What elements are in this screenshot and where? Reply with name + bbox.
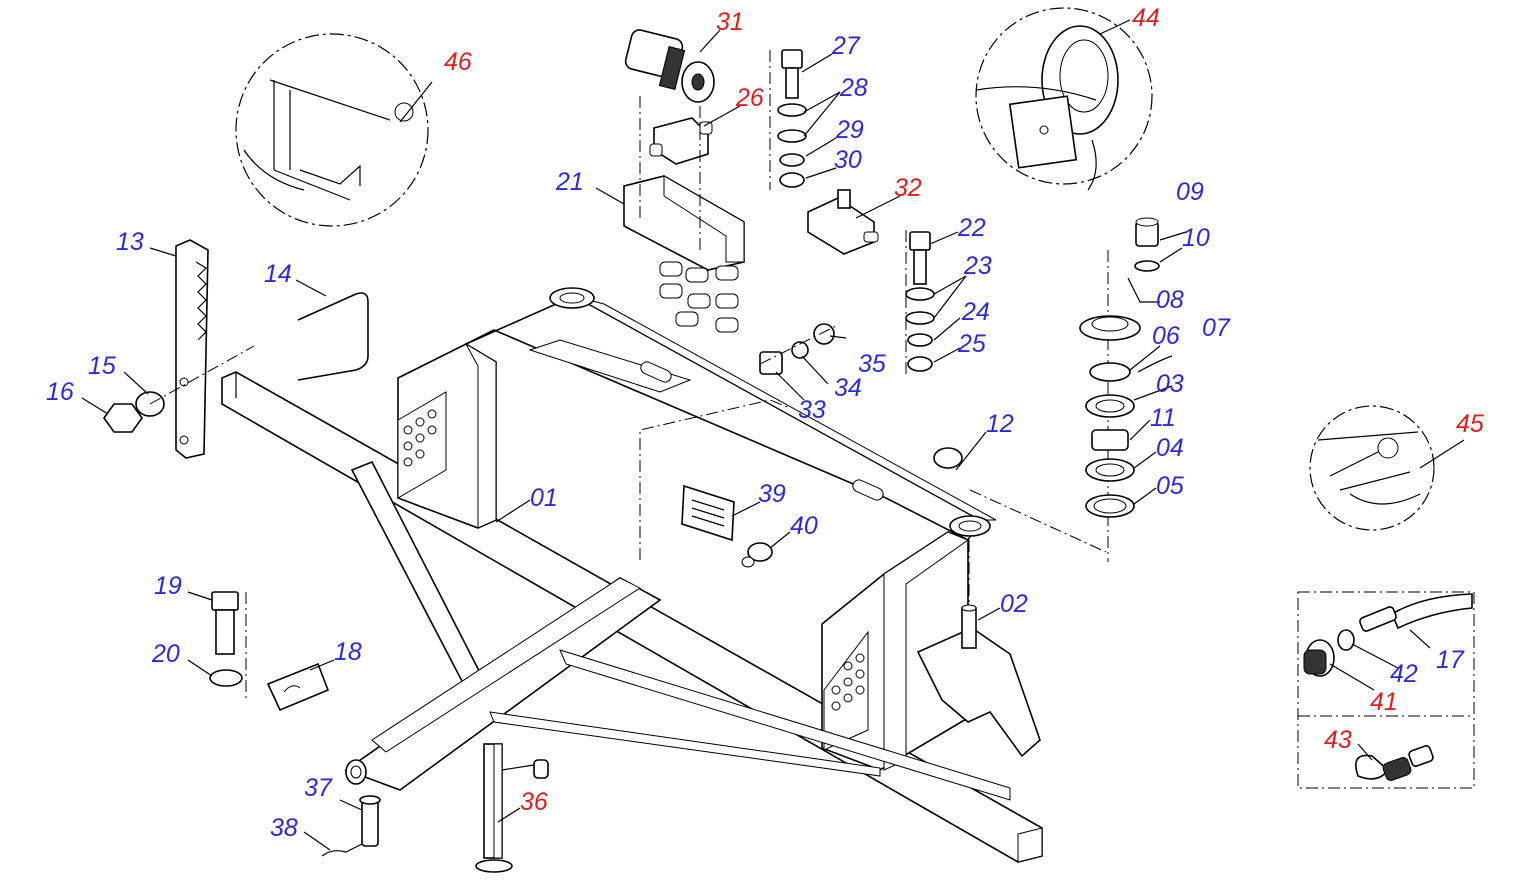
label-28: 28: [839, 74, 868, 102]
label-38: 38: [270, 814, 298, 842]
label-12: 12: [986, 410, 1014, 438]
hole-pattern-left: [403, 409, 437, 467]
label-10: 10: [1182, 224, 1210, 252]
label-16: 16: [46, 378, 74, 406]
label-13: 13: [116, 228, 144, 256]
bolt-stack-27: [777, 49, 807, 188]
label-01: 01: [530, 484, 558, 512]
coupling-box: [1297, 591, 1475, 789]
label-37: 37: [304, 774, 333, 802]
label-03: 03: [1156, 370, 1184, 398]
label-26: 26: [735, 84, 764, 112]
detail-circle-44: [975, 7, 1153, 191]
label-09: 09: [1176, 178, 1204, 206]
jack-stand: [321, 743, 549, 873]
label-35: 35: [858, 350, 886, 378]
hydraulic-fittings: [659, 261, 739, 333]
detail-circle-46: [235, 33, 429, 227]
label-04: 04: [1156, 434, 1184, 462]
clamp-parts: [209, 591, 330, 712]
label-33: 33: [798, 396, 826, 424]
bolt-stack-22: [905, 230, 935, 378]
label-44: 44: [1132, 4, 1160, 32]
label-23: 23: [963, 252, 992, 280]
label-22: 22: [957, 214, 986, 242]
main-frame: [221, 287, 1043, 863]
part-labels: 01 02 03 04 05 06 07 08 09 10 11 12 13 1…: [46, 4, 1484, 842]
label-02: 02: [1000, 590, 1028, 618]
label-08: 08: [1156, 286, 1184, 314]
flow-valve: [807, 189, 879, 255]
detail-circle-45: [1309, 405, 1435, 531]
label-25: 25: [957, 330, 986, 358]
label-30: 30: [834, 146, 862, 174]
label-41: 41: [1370, 688, 1398, 716]
label-21: 21: [555, 168, 584, 196]
label-14: 14: [264, 260, 292, 288]
label-17: 17: [1436, 646, 1465, 674]
hydraulic-motor: [624, 29, 715, 103]
spindle-arm: [916, 540, 1041, 758]
label-05: 05: [1156, 472, 1184, 500]
label-36: 36: [520, 788, 548, 816]
hub-stack: [933, 217, 1173, 562]
label-40: 40: [790, 512, 818, 540]
label-46: 46: [444, 48, 472, 76]
label-34: 34: [834, 374, 862, 402]
label-11: 11: [1150, 404, 1176, 432]
hole-pattern-right: [831, 653, 865, 711]
label-32: 32: [894, 174, 922, 202]
label-39: 39: [758, 480, 786, 508]
label-15: 15: [88, 352, 116, 380]
label-18: 18: [334, 638, 362, 666]
label-19: 19: [154, 572, 182, 600]
label-20: 20: [151, 640, 180, 668]
label-29: 29: [835, 116, 864, 144]
label-31: 31: [716, 8, 744, 36]
hydraulic-cluster: [623, 29, 935, 378]
label-27: 27: [831, 32, 861, 60]
label-06: 06: [1152, 322, 1180, 350]
label-07: 07: [1202, 314, 1231, 342]
serial-plate: [639, 399, 791, 568]
label-24: 24: [961, 298, 990, 326]
label-45: 45: [1456, 410, 1484, 438]
label-42: 42: [1390, 660, 1418, 688]
rack-bar: [103, 239, 369, 459]
leader-lines: [81, 19, 1465, 851]
label-43: 43: [1324, 726, 1352, 754]
